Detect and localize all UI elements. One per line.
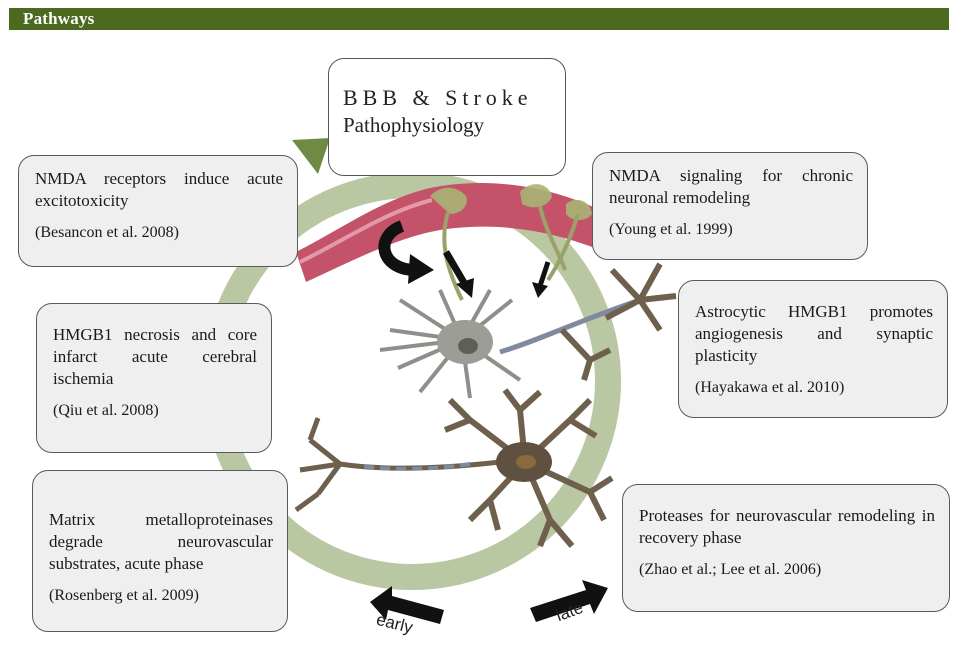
box-citation: (Besancon et al. 2008) bbox=[35, 224, 179, 241]
box-citation: (Qiu et al. 2008) bbox=[53, 402, 159, 419]
box-astrocytic-hmgb1: Astrocytic HMGB1 promotes angiogenesis a… bbox=[678, 280, 948, 418]
blood-vessel-icon bbox=[296, 183, 600, 282]
curved-arrow-icon bbox=[378, 220, 417, 276]
box-text: HMGB1 necrosis and core infarct acute ce… bbox=[53, 325, 257, 388]
box-citation: (Hayakawa et al. 2010) bbox=[695, 379, 845, 396]
header-bar: Pathways bbox=[9, 8, 949, 30]
box-text: NMDA signaling for chronic neuronal remo… bbox=[609, 166, 853, 207]
box-citation: (Rosenberg et al. 2009) bbox=[49, 587, 199, 604]
neuron-right-dendrite-icon bbox=[559, 262, 677, 381]
box-hmgb1-necrosis: HMGB1 necrosis and core infarct acute ce… bbox=[36, 303, 272, 453]
down-arrow-icon bbox=[532, 261, 551, 298]
neuron-upper-icon bbox=[379, 289, 641, 399]
neuron-lower-icon bbox=[294, 388, 614, 548]
center-title-line2: Pathophysiology bbox=[343, 113, 485, 137]
down-arrow-icon bbox=[442, 250, 474, 298]
box-citation: (Young et al. 1999) bbox=[609, 221, 733, 238]
box-nmda-chronic: NMDA signaling for chronic neuronal remo… bbox=[592, 152, 868, 260]
box-nmda-acute: NMDA receptors induce acute excitotoxici… bbox=[18, 155, 298, 267]
cycle-arrowhead bbox=[292, 138, 330, 174]
late-arrow-icon bbox=[530, 580, 608, 622]
box-text: NMDA receptors induce acute excitotoxici… bbox=[35, 169, 283, 210]
center-title-line1: BBB & Stroke bbox=[343, 85, 533, 110]
early-arrow-icon bbox=[370, 586, 444, 624]
box-text: Proteases for neurovascular remodeling i… bbox=[639, 506, 935, 547]
box-citation: (Zhao et al.; Lee et al. 2006) bbox=[639, 561, 822, 578]
box-text: Astrocytic HMGB1 promotes angiogenesis a… bbox=[695, 302, 933, 365]
box-mmp: Matrix metalloproteinases degrade neurov… bbox=[32, 470, 288, 632]
box-proteases: Proteases for neurovascular remodeling i… bbox=[622, 484, 950, 612]
box-text: Matrix metalloproteinases degrade neurov… bbox=[49, 510, 273, 573]
center-title-box: BBB & Stroke Pathophysiology bbox=[328, 58, 566, 176]
header-title: Pathways bbox=[23, 9, 95, 28]
